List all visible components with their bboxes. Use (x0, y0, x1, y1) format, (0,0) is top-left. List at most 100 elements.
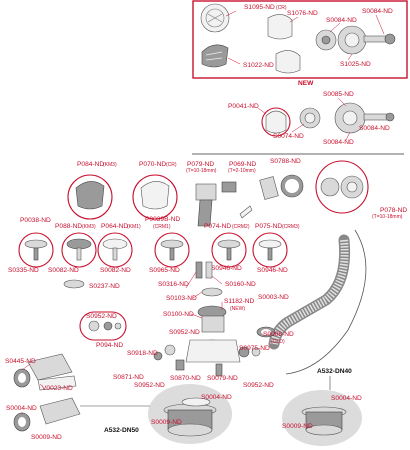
bowden-cable-part (285, 229, 367, 375)
label-s0952c: S0952-ND (134, 382, 165, 389)
waste-tail-part (197, 199, 213, 227)
new-parts-box: S1095-ND (CR) S1076-ND S0084-ND S0084-ND… (192, 0, 408, 79)
label-p094: P094-ND (96, 342, 123, 349)
label-p064-sub: (KM1) (127, 224, 141, 230)
flexible-hose-part (268, 234, 351, 350)
overflow-assembly-row: S0085-ND P0041-ND S0074-ND S0084-ND S008… (228, 91, 395, 146)
label-s0946b: S0946-ND (257, 267, 288, 274)
new-label-s1076: S1076-ND (287, 10, 318, 17)
label-p088: P088-ND (55, 223, 82, 230)
label-p075: P075-ND (255, 223, 282, 230)
handle-cap-part (201, 44, 229, 68)
label-p070: P070-ND (139, 161, 166, 168)
valve-plate-part (259, 176, 279, 200)
label-s0952d: S0952-ND (243, 382, 274, 389)
label-p074-sub: (CRM2) (232, 224, 250, 230)
label-p084: P084-ND (77, 161, 104, 168)
washer-part (201, 287, 223, 297)
label-p069: P069-ND (229, 161, 256, 168)
label-s0008: S0008-ND (263, 331, 294, 338)
label-s0952a: S0952-ND (86, 313, 117, 320)
label-s0009a: S0009-ND (31, 434, 62, 441)
label-s1182: S1182-ND (224, 298, 255, 305)
label-p0041: P0041-ND (228, 103, 259, 110)
new-label-s0084-a: S0084-ND (326, 17, 357, 24)
waste-body-part (195, 183, 217, 201)
label-s0082a: S0082-ND (48, 267, 79, 274)
label-s0084-mid: S0084-ND (359, 125, 390, 132)
label-p084-sub: (KM3) (103, 162, 117, 168)
label-s0085: S0085-ND (323, 91, 354, 98)
label-s0335: S0335-ND (8, 267, 39, 274)
label-p078-sub: (T=10-18mm) (372, 214, 403, 220)
label-s0009c: S0009-ND (282, 423, 313, 430)
label-s0870: S0870-ND (170, 375, 201, 382)
label-s0004a: S0004-ND (6, 405, 37, 412)
new-label-s1025: S1025-ND (340, 61, 371, 68)
label-p079: P079-ND (187, 161, 214, 168)
new-label-s1022: S1022-ND (243, 62, 274, 69)
label-s0237: S0237-ND (89, 283, 120, 290)
elbow-part (27, 353, 73, 381)
label-s0003: S0003-ND (258, 294, 289, 301)
label-s0445: S0445-ND (5, 358, 36, 365)
screw-part (363, 113, 389, 121)
label-s0100: S0100-ND (163, 311, 194, 318)
label-s0009b: S0009-ND (151, 419, 182, 426)
overflow-plate-part (221, 181, 237, 193)
label-s0082b: S0082-ND (100, 267, 131, 274)
label-p078: P078-ND (380, 207, 407, 214)
cap-p084-part (75, 181, 105, 210)
drain-housing-part (185, 339, 241, 363)
label-s0965: S0965-ND (149, 267, 180, 274)
label-s0871: S0871-ND (113, 374, 144, 381)
siphon-parts: S0445-ND V0023-ND S0004-ND S0009-ND (5, 353, 81, 441)
label-a532-dn50: A532-DN50 (104, 427, 139, 434)
label-s0918: S0918-ND (127, 350, 158, 357)
label-s0316: S0316-ND (158, 281, 189, 288)
label-s0004b: S0004-ND (201, 394, 232, 401)
label-p079-sub: (T=10-18mm) (186, 168, 217, 174)
drain-body-part (201, 315, 225, 333)
a532-dn40-detail: A532-DN40 S0004-ND S0009-ND (282, 368, 362, 446)
new-badge: NEW (298, 80, 314, 87)
spindle-part (363, 35, 387, 43)
label-s0160: S0160-ND (225, 281, 256, 288)
overflow-rotary-part (320, 177, 340, 197)
label-p074: P074-ND (204, 223, 231, 230)
pipe-part (39, 397, 81, 425)
label-s0103: S0103-ND (166, 295, 197, 302)
label-p088-sub: (KM3) (82, 224, 96, 230)
overflow-cap-part (265, 110, 287, 134)
label-a532-dn40: A532-DN40 (317, 368, 352, 375)
label-s0004c: S0004-ND (331, 395, 362, 402)
label-s0952b: S0952-ND (169, 329, 200, 336)
new-label-cr: (CR) (276, 5, 287, 11)
knob-part (267, 14, 293, 40)
label-p0039b: P0039B-ND (145, 216, 180, 223)
label-s1182-sub: (NEW) (230, 306, 245, 312)
waste-assembly: S0316-ND S0160-ND S0103-ND S1182-ND (NEW… (79, 229, 367, 389)
cap-p070-part (140, 181, 170, 210)
label-p069-sub: (T=2-10mm) (228, 168, 256, 174)
label-p0039b-sub: (CRM1) (153, 224, 171, 230)
label-p075-sub: (CRM3) (282, 224, 300, 230)
label-s0008-sub: (OLD) (271, 339, 285, 345)
label-v0023: V0023-ND (42, 385, 73, 392)
cap-options-row: P084-ND (KM3) P070-ND (CR) P079-ND (T=10… (67, 158, 407, 227)
label-s0084-mid2: S0084-ND (323, 139, 354, 146)
label-s0946a: S0946-ND (211, 265, 242, 272)
label-p070-sub: (CR) (166, 162, 177, 168)
label-s0975: S0975-ND (239, 345, 270, 352)
a532-dn50-detail: S0004-ND S0009-ND A532-DN50 (80, 384, 232, 444)
knob-part-2 (275, 50, 301, 74)
strainer-part (63, 279, 85, 289)
label-s0079: S0079-ND (207, 375, 238, 382)
plug-options-row: P0038-ND P088-ND (KM3) P064-ND (KM1) P00… (8, 216, 300, 290)
new-label-s0084-b: S0084-ND (362, 8, 393, 15)
label-s0788: S0788-ND (270, 158, 301, 165)
new-label-s1095: S1095-ND (244, 4, 275, 11)
label-s0074: S0074-ND (273, 133, 304, 140)
label-p064: P064-ND (101, 223, 128, 230)
